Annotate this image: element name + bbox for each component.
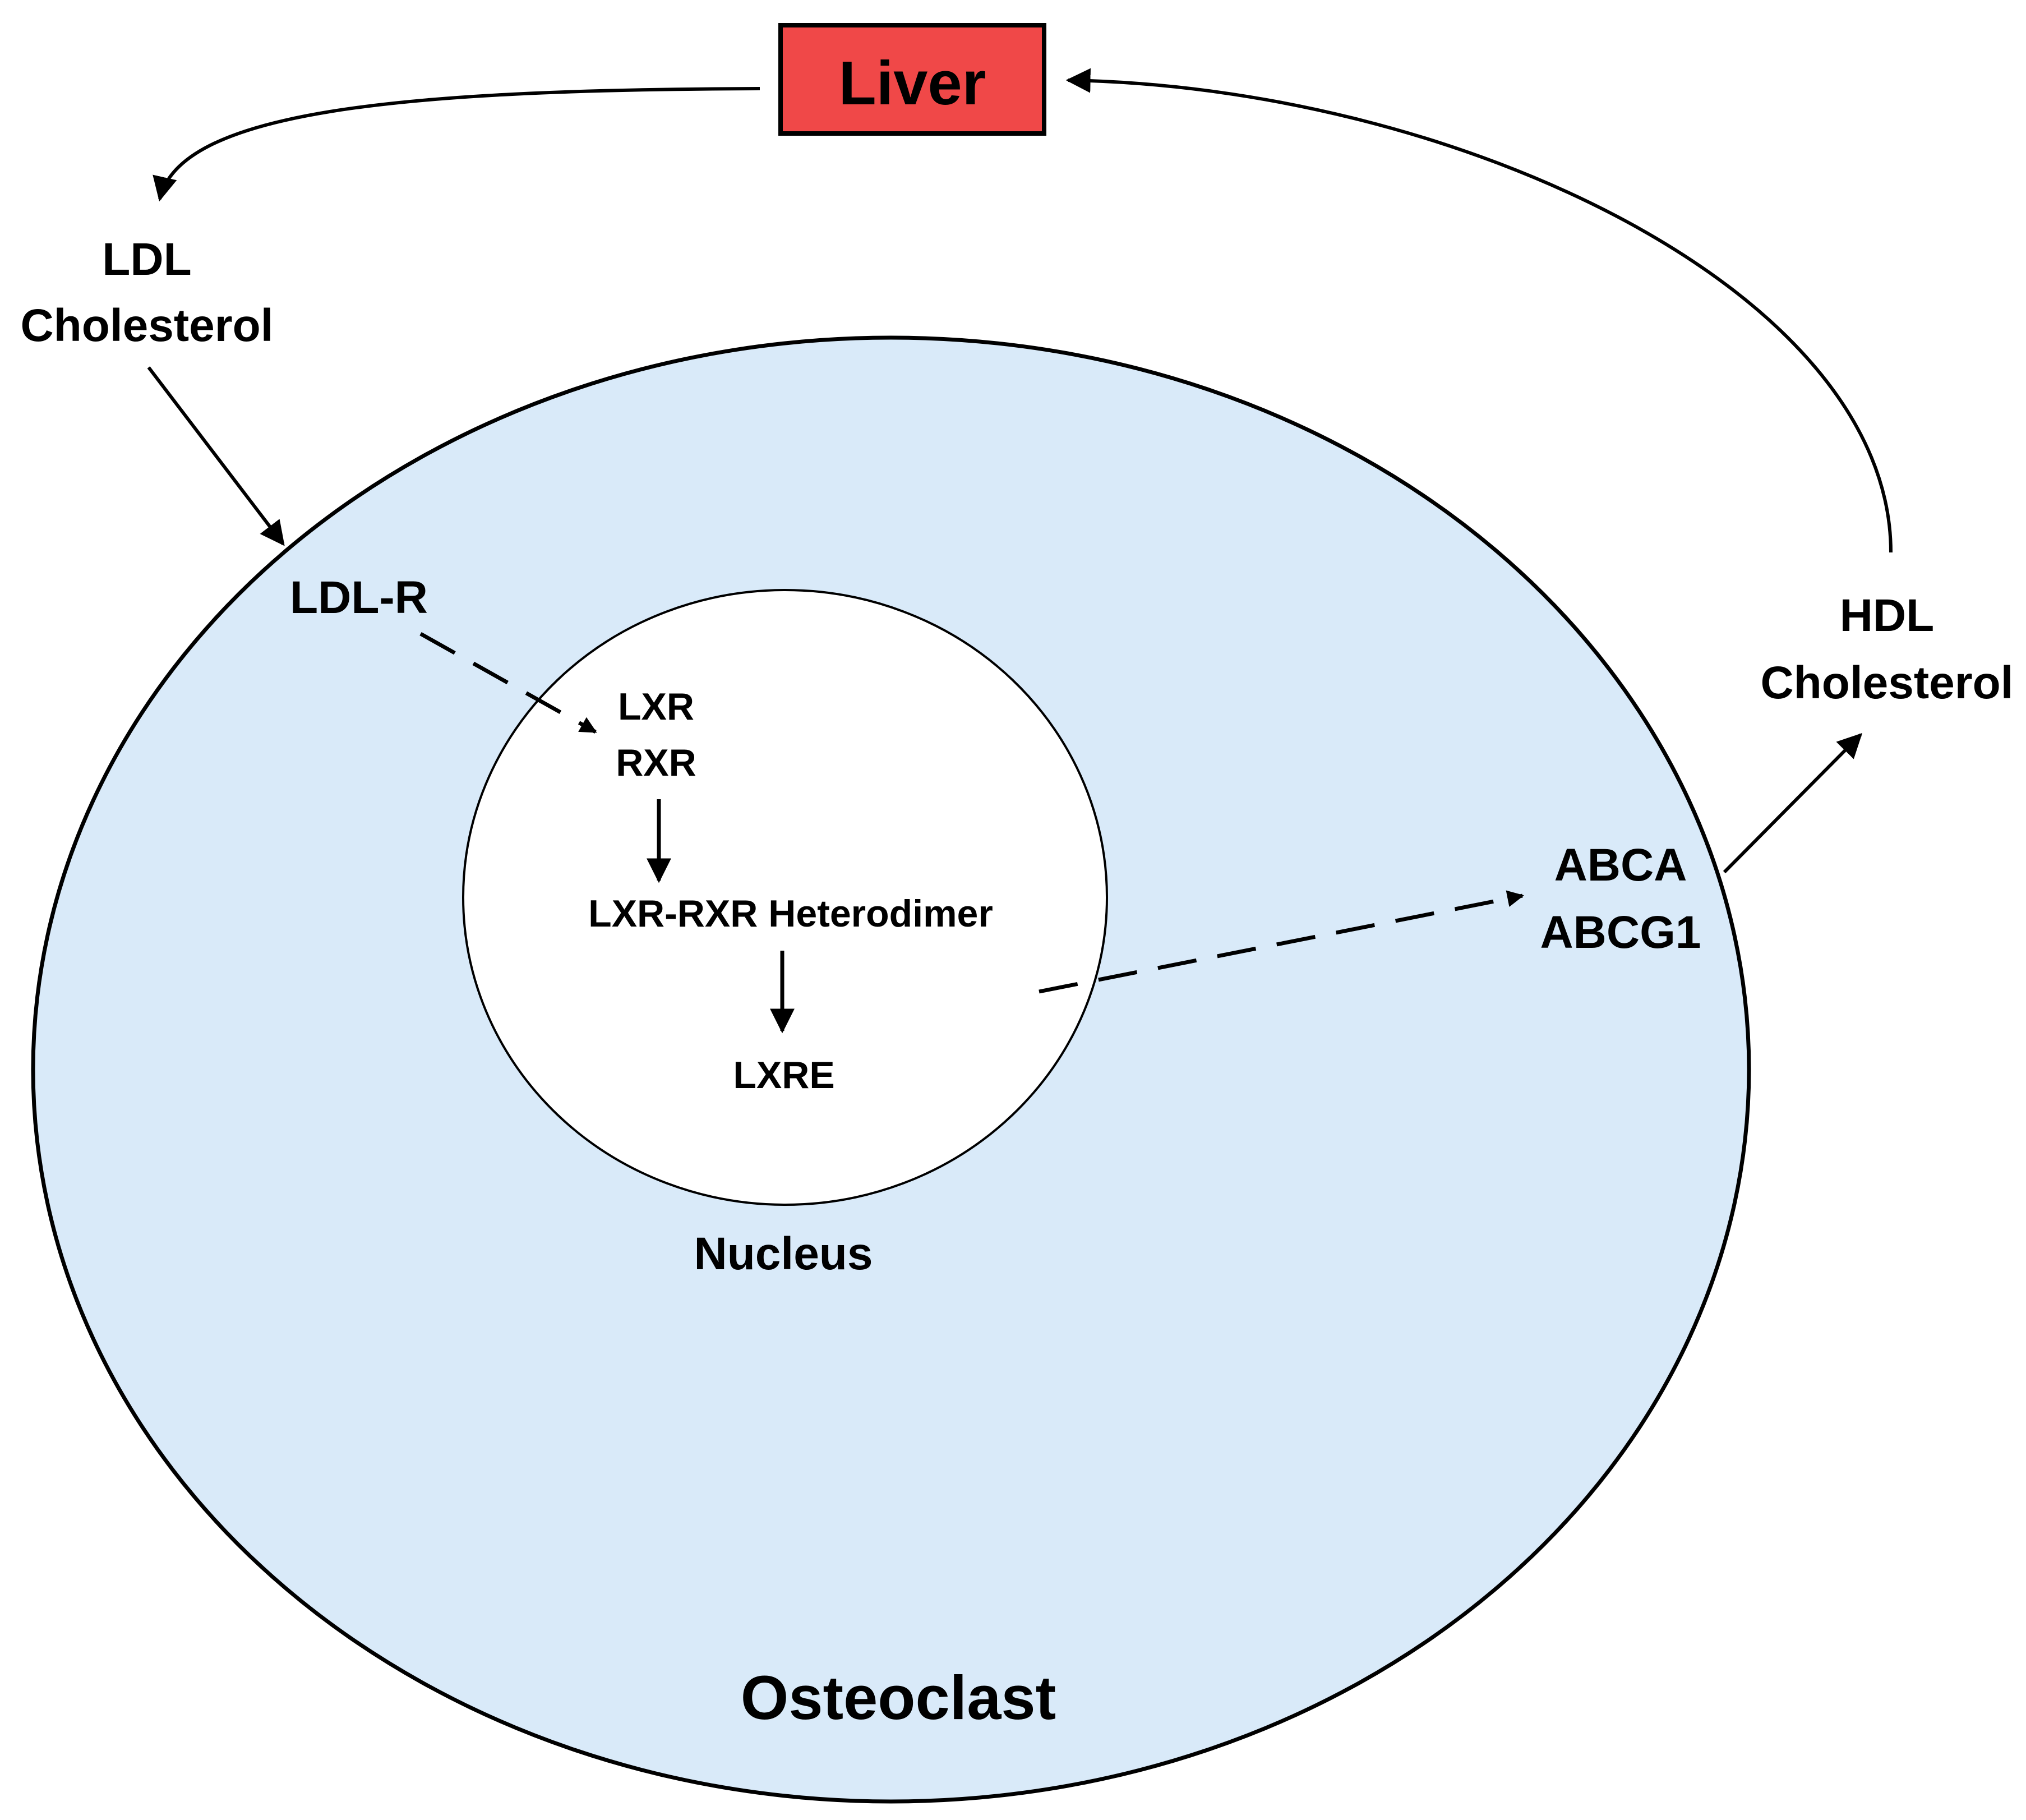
liver-to-ldl-arrow <box>153 87 760 202</box>
abca-label: ABCA <box>1554 840 1687 891</box>
liver-label: Liver <box>839 49 986 118</box>
heterodimer-label: LXR-RXR Heterodimer <box>588 892 993 935</box>
liver-box <box>778 23 1046 136</box>
osteoclast-label: Osteoclast <box>741 1664 1056 1733</box>
receptor-to-lxr-arrow <box>419 632 597 734</box>
ldl-to-receptor-arrow <box>147 366 285 546</box>
lxr-label: LXR <box>618 685 694 728</box>
rxr-label: RXR <box>616 741 696 784</box>
transporters-to-hdl-arrow <box>1723 732 1863 874</box>
nucleus-membrane <box>462 589 1108 1206</box>
nucleus-label: Nucleus <box>694 1228 873 1279</box>
ldl-label-line2: Cholesterol <box>20 300 273 351</box>
ldl-label-line1: LDL <box>102 234 191 285</box>
nucleus-to-transporters-arrow <box>1039 890 1524 994</box>
abcg1-label: ABCG1 <box>1540 907 1701 958</box>
hdl-label-line2: Cholesterol <box>1760 657 2013 708</box>
hdl-to-liver-arrow <box>1065 68 1893 553</box>
hdl-label-line1: HDL <box>1840 590 1935 641</box>
ldl-receptor-label: LDL-R <box>290 572 428 623</box>
lxre-label: LXRE <box>733 1054 834 1096</box>
